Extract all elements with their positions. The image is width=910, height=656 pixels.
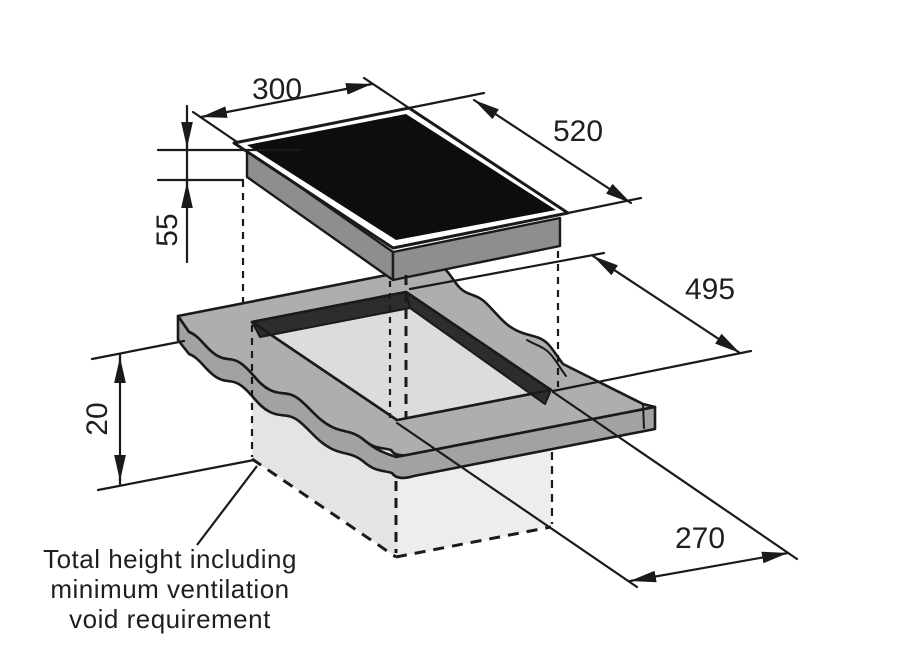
dimension-cutout-width: 270 bbox=[395, 390, 799, 589]
extension-line bbox=[407, 91, 486, 110]
cutout-rim bbox=[250, 290, 553, 422]
dimension-line bbox=[472, 98, 633, 205]
dimension-hob-height: 55 bbox=[151, 104, 302, 264]
dimension-cutout-depth: 495 bbox=[408, 251, 753, 393]
dimension-label-495: 495 bbox=[685, 273, 735, 306]
extension-line bbox=[395, 421, 639, 589]
worktop-front-edge bbox=[176, 314, 657, 480]
dimension-worktop-height: 20 bbox=[81, 339, 256, 492]
worktop-break-line bbox=[526, 339, 567, 377]
extension-line bbox=[551, 349, 753, 393]
worktop bbox=[176, 263, 657, 480]
dimension-line bbox=[628, 551, 790, 583]
dimensions: 300 520 55 bbox=[81, 73, 799, 589]
dimension-label-270: 270 bbox=[675, 522, 725, 555]
hob-glass-surface bbox=[247, 114, 556, 240]
note-line-2: minimum ventilation bbox=[50, 574, 289, 604]
extension-line bbox=[191, 110, 239, 144]
dimension-line bbox=[591, 254, 742, 355]
dimension-label-300: 300 bbox=[252, 73, 302, 106]
dimension-label-20: 20 bbox=[81, 402, 114, 435]
dimension-label-55: 55 bbox=[151, 213, 184, 246]
dimension-hob-width: 300 bbox=[191, 73, 411, 144]
extension-line bbox=[90, 339, 186, 361]
extension-line bbox=[362, 76, 411, 110]
extension-line bbox=[96, 458, 256, 492]
dimension-line bbox=[199, 82, 374, 119]
void-bottom-edge-left bbox=[251, 457, 397, 559]
note: Total height including minimum ventilati… bbox=[43, 465, 297, 634]
projection-lines bbox=[241, 180, 560, 559]
note-leader-line bbox=[196, 465, 258, 546]
hob bbox=[232, 106, 570, 282]
dimension-hob-depth: 520 bbox=[407, 91, 643, 215]
extension-line bbox=[408, 251, 606, 291]
dimension-label-520: 520 bbox=[553, 115, 603, 148]
note-line-3: void requirement bbox=[69, 604, 271, 634]
extension-line bbox=[551, 390, 799, 561]
extension-line bbox=[566, 196, 643, 215]
hob-body-right-face bbox=[391, 216, 562, 282]
worktop-right-cut-edge bbox=[642, 403, 645, 429]
note-line-1: Total height including bbox=[43, 544, 297, 574]
void-bottom-edge-right bbox=[395, 525, 552, 559]
